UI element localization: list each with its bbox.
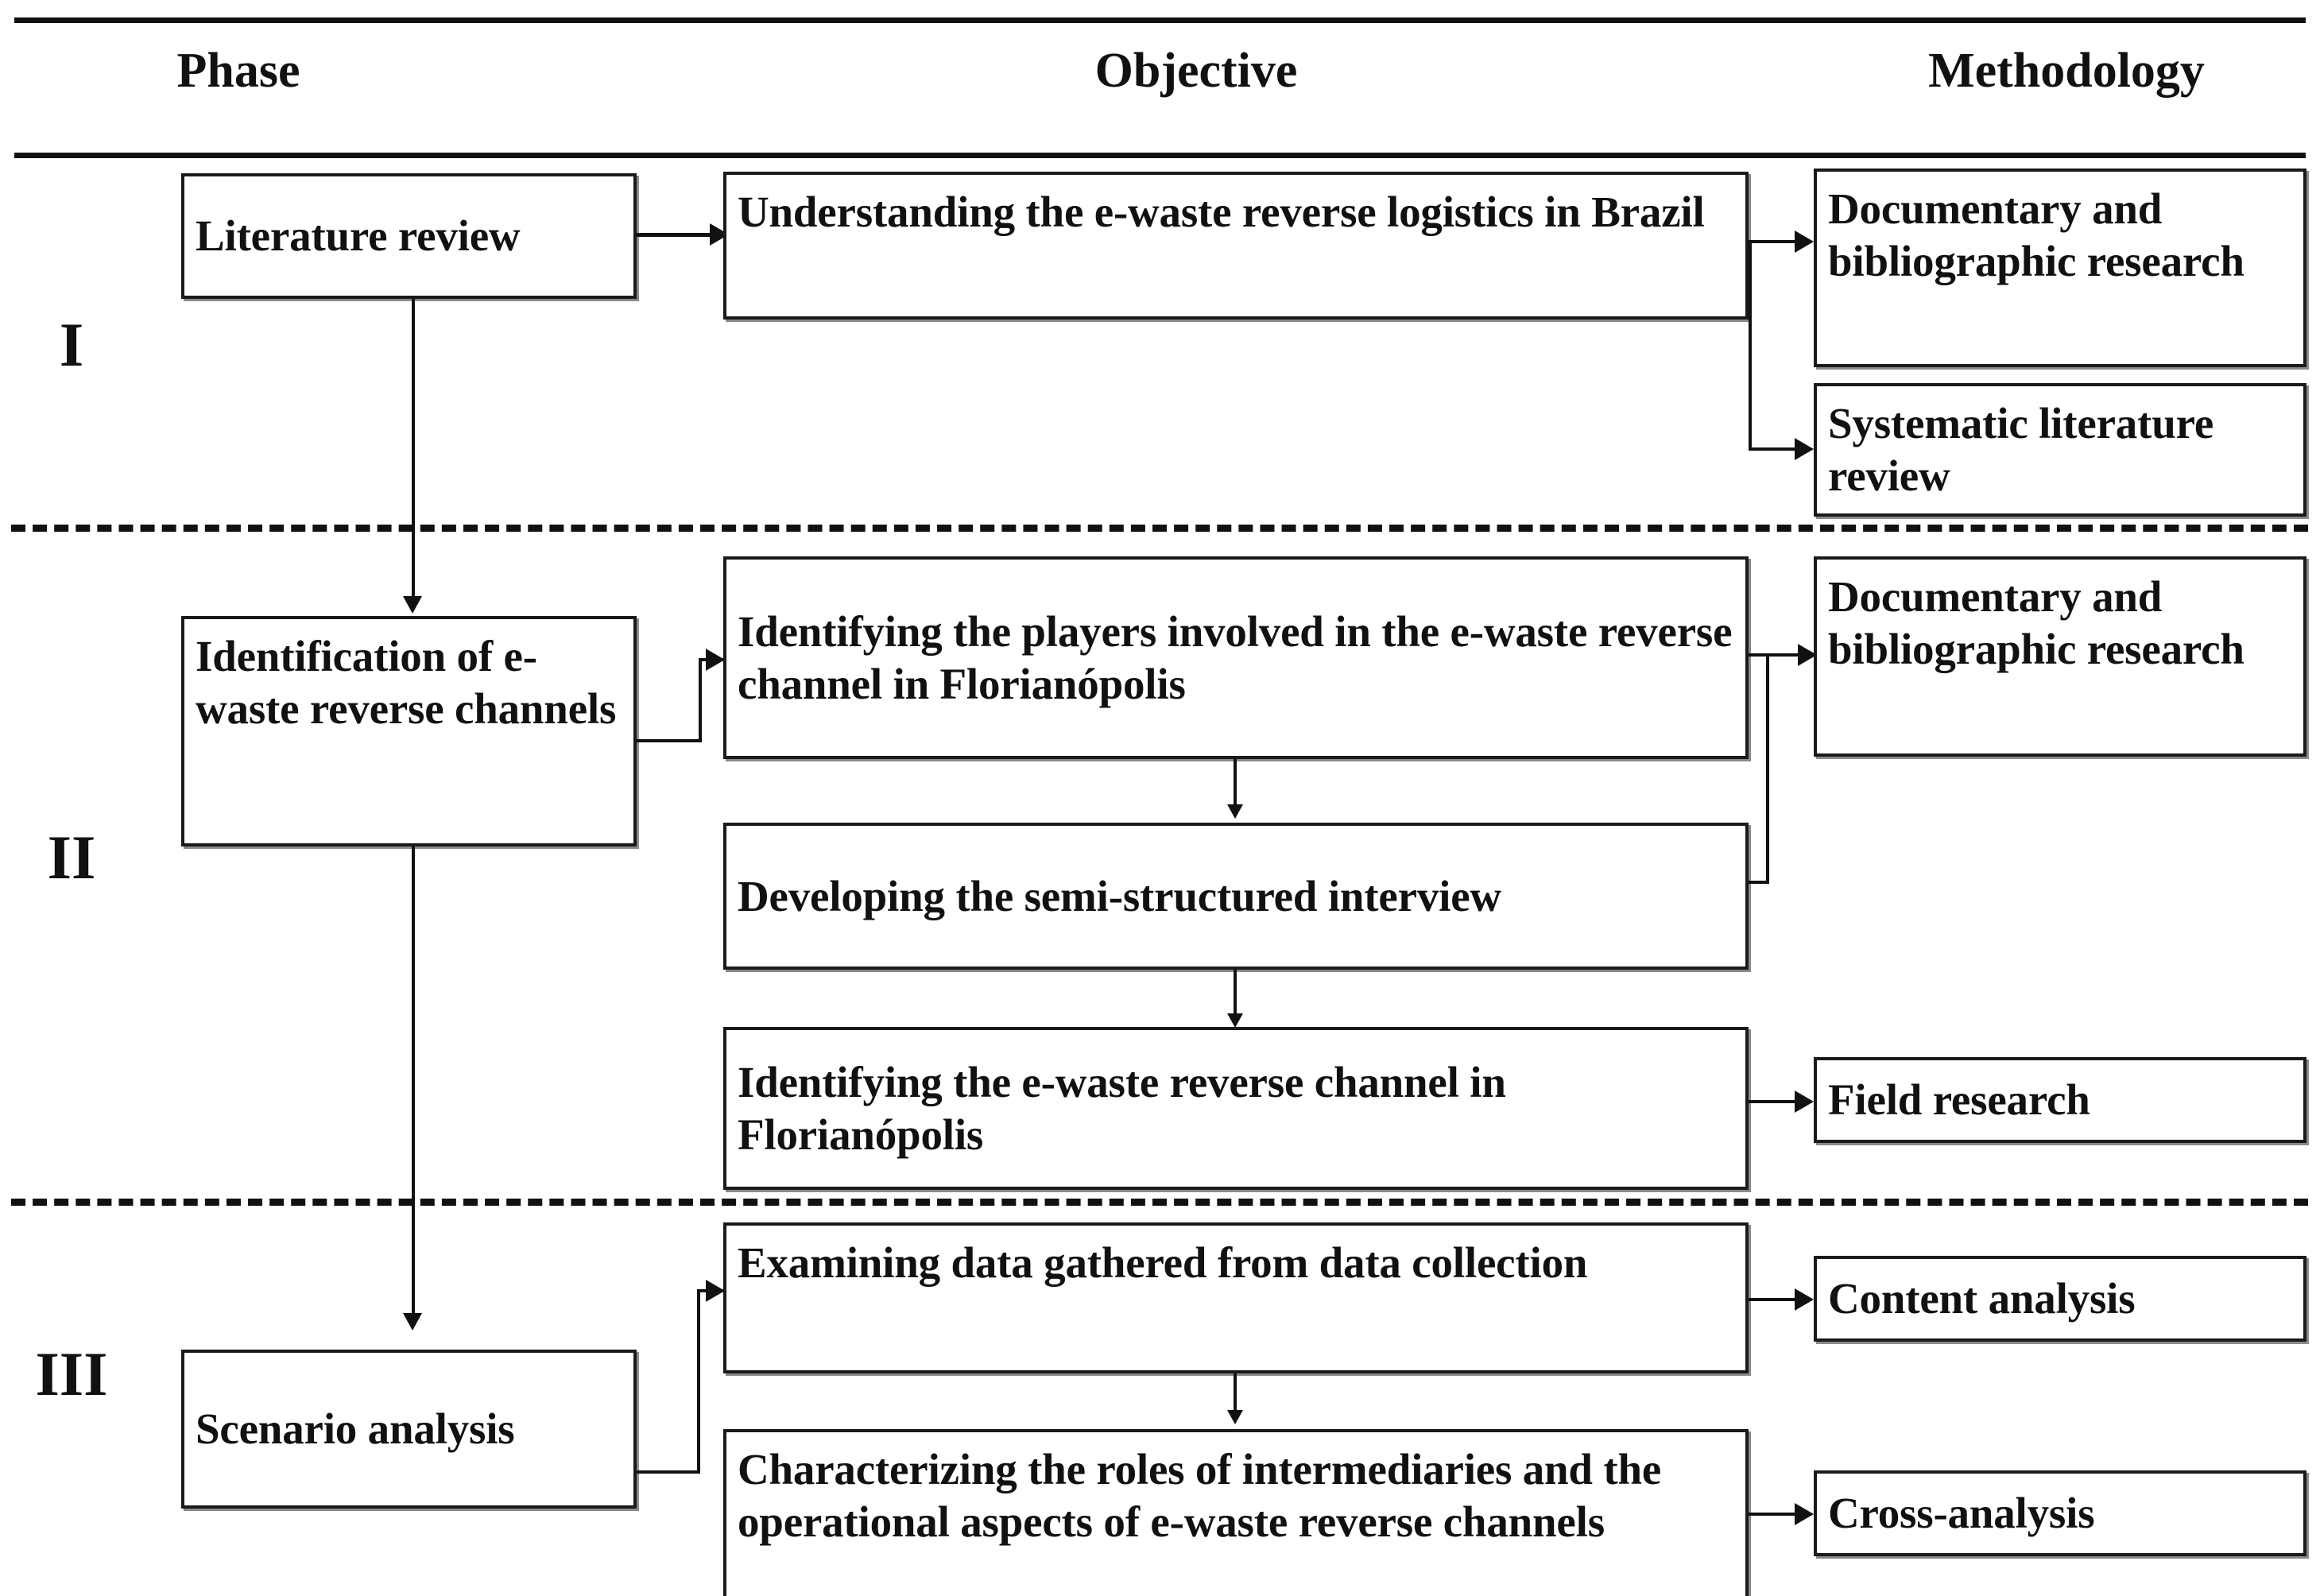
box-label: Scenario analysis — [196, 1404, 515, 1453]
box-label: Literature review — [196, 211, 521, 260]
box-identifying-players[interactable]: Identifying the players involved in the … — [723, 556, 1749, 759]
box-label: Examining data gathered from data collec… — [738, 1238, 1588, 1287]
header-rule-bottom — [14, 153, 2306, 158]
box-developing-semi-structured-interview[interactable]: Developing the semi-structured interview — [723, 823, 1749, 970]
phase-numeral-i: I — [59, 310, 84, 379]
box-identification-ewaste-reverse-channels[interactable]: Identification of e-waste reverse channe… — [181, 616, 637, 846]
header-rule-top — [14, 17, 2306, 23]
box-label: Cross-analysis — [1828, 1489, 2095, 1537]
column-header-methodology: Methodology — [1928, 44, 2205, 98]
arrowhead-right-icon — [1795, 1090, 1814, 1113]
box-identifying-reverse-channel[interactable]: Identifying the e-waste reverse channel … — [723, 1027, 1749, 1190]
arrowhead-right-icon — [1795, 1503, 1814, 1525]
connector-examining-to-characterizing — [1234, 1373, 1237, 1415]
box-characterizing-roles[interactable]: Characterizing the roles of intermediari… — [723, 1429, 1749, 1596]
box-label: Content analysis — [1828, 1274, 2136, 1323]
box-label: Documentary and bibliographic research — [1828, 184, 2244, 285]
connector-identification-up — [699, 658, 702, 742]
box-examining-data[interactable]: Examining data gathered from data collec… — [723, 1222, 1749, 1373]
connector-scenario-out — [637, 1470, 700, 1474]
arrowhead-right-icon — [706, 1280, 725, 1302]
connector-examining-to-content — [1749, 1298, 1811, 1301]
column-header-objective: Objective — [1094, 44, 1298, 98]
box-cross-analysis[interactable]: Cross-analysis — [1814, 1470, 2306, 1556]
connector-understanding-to-slr — [1749, 447, 1804, 451]
box-scenario-analysis[interactable]: Scenario analysis — [181, 1350, 637, 1509]
box-label: Identification of e-waste reverse channe… — [196, 632, 617, 733]
phase-numeral-iii: III — [35, 1339, 108, 1408]
connector-lit-to-understanding — [637, 233, 712, 237]
arrowhead-down-icon — [1227, 1013, 1243, 1028]
connector-identifying-to-field — [1749, 1100, 1811, 1103]
box-systematic-literature-review[interactable]: Systematic literature review — [1814, 383, 2306, 517]
box-field-research[interactable]: Field research — [1814, 1057, 2306, 1143]
arrowhead-right-icon — [706, 649, 725, 671]
box-label: Identifying the players involved in the … — [738, 606, 1733, 708]
connector-objectives-to-doc2 — [1749, 653, 1814, 657]
arrowhead-down-icon — [403, 596, 422, 614]
arrowhead-right-icon — [1795, 438, 1814, 460]
connector-doc2-down — [1766, 653, 1769, 884]
box-label: Understanding the e-waste reverse logist… — [738, 188, 1705, 236]
connector-developing-out — [1749, 881, 1769, 884]
box-label: Characterizing the roles of intermediari… — [738, 1445, 1662, 1546]
arrowhead-right-icon — [1795, 1288, 1814, 1311]
box-documentary-bibliographic-research-1[interactable]: Documentary and bibliographic research — [1814, 169, 2306, 367]
phase-separator-i-ii — [11, 525, 2308, 532]
connector-lit-to-identification — [412, 299, 415, 601]
box-label: Identifying the e-waste reverse channel … — [738, 1057, 1506, 1159]
connector-scenario-up — [697, 1289, 700, 1474]
box-documentary-bibliographic-research-2[interactable]: Documentary and bibliographic research — [1814, 556, 2306, 757]
connector-developing-to-identifying — [1234, 970, 1237, 1019]
connector-characterizing-to-cross — [1749, 1513, 1811, 1516]
box-label: Documentary and bibliographic research — [1828, 572, 2244, 673]
connector-identification-out — [637, 739, 702, 742]
box-literature-review[interactable]: Literature review — [181, 173, 637, 299]
arrowhead-right-icon — [1795, 230, 1814, 253]
connector-understanding-down — [1749, 240, 1752, 451]
box-label: Developing the semi-structured interview — [738, 871, 1501, 920]
connector-identification-to-scenario — [412, 846, 415, 1319]
box-understanding-ewaste-rl[interactable]: Understanding the e-waste reverse logist… — [723, 172, 1749, 320]
box-label: Systematic literature review — [1828, 399, 2214, 500]
arrowhead-down-icon — [1227, 1410, 1243, 1424]
connector-players-to-developing — [1234, 759, 1237, 811]
phase-separator-ii-iii — [11, 1199, 2308, 1206]
column-header-phase: Phase — [176, 44, 300, 98]
box-label: Field research — [1828, 1075, 2090, 1124]
box-content-analysis[interactable]: Content analysis — [1814, 1256, 2306, 1342]
arrowhead-down-icon — [403, 1313, 422, 1331]
arrowhead-down-icon — [1227, 804, 1243, 819]
phase-numeral-ii: II — [47, 823, 96, 892]
connector-understanding-out — [1749, 240, 1804, 243]
